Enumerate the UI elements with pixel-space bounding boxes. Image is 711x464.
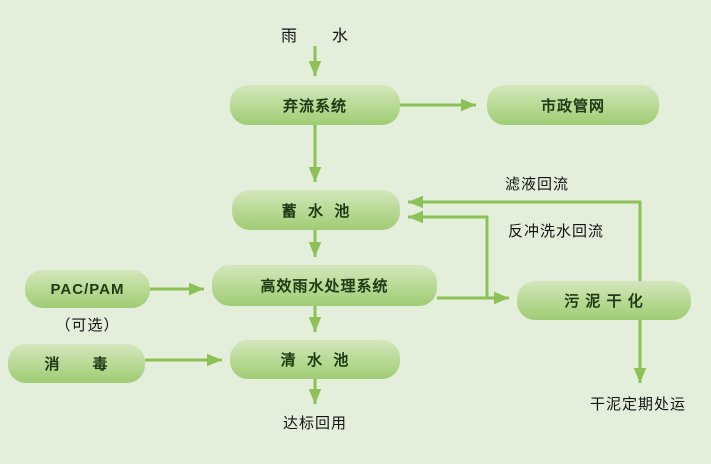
node-sludge-drying: 污 泥 干 化 <box>517 281 691 320</box>
node-pac-pam: PAC/PAM <box>25 270 150 308</box>
node-disinfection: 消 毒 <box>8 344 145 383</box>
label-optional: （可选） <box>55 317 120 334</box>
arrow-filtrate-to-storage <box>408 195 642 281</box>
arrow-backwash-to-storage <box>408 210 489 298</box>
label-filtrate-return: 滤液回流 <box>505 176 570 193</box>
node-storage-tank: 蓄 水 池 <box>232 190 400 230</box>
label-rain-water: 雨 水 <box>280 28 349 45</box>
label-reuse: 达标回用 <box>282 415 347 432</box>
node-diversion-system: 弃流系统 <box>230 85 400 125</box>
node-municipal-network: 市政管网 <box>487 85 659 125</box>
label-backwash-return: 反冲洗水回流 <box>508 223 605 240</box>
node-treatment-system: 高效雨水处理系统 <box>212 265 437 306</box>
node-clear-water-tank: 清 水 池 <box>230 340 400 379</box>
label-dry-sludge-disposal: 干泥定期处运 <box>589 396 686 413</box>
